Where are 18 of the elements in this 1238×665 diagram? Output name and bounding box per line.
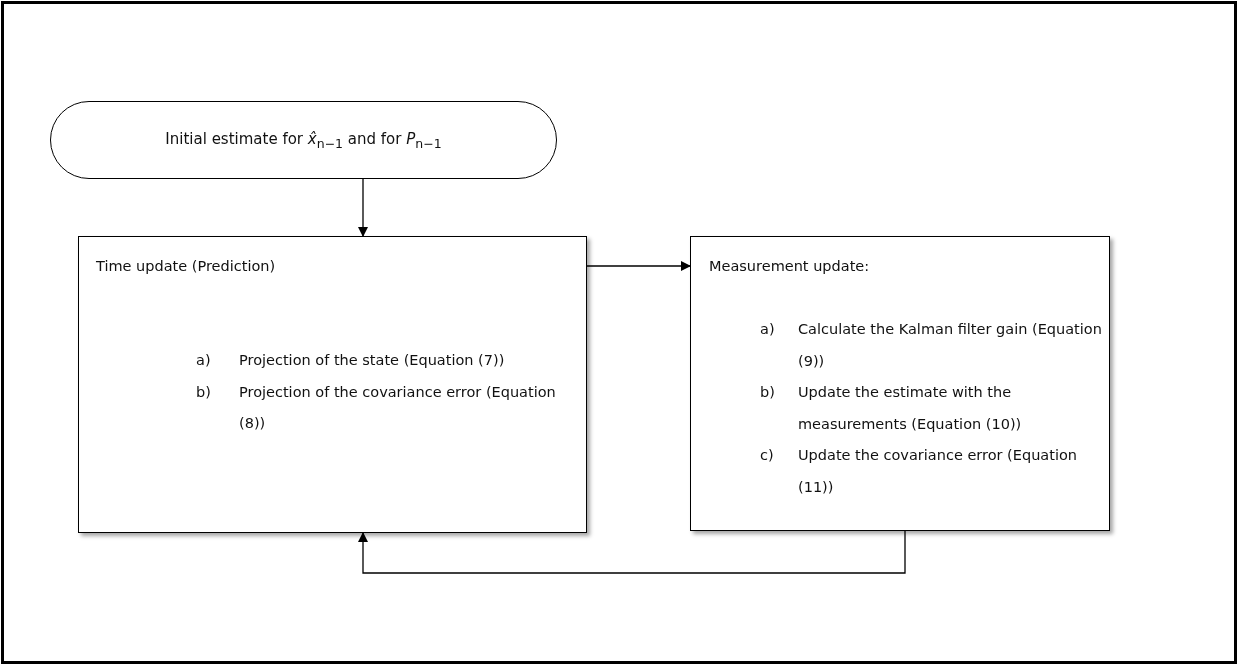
arrow — [358, 530, 906, 574]
box-heading: Measurement update: — [709, 258, 870, 274]
box-heading: Time update (Prediction) — [96, 258, 276, 274]
list-item-text: Update the covariance error (Equation (11)) — [798, 446, 1078, 497]
list-item-text: Update the estimate with the measurements (Equation (10)) — [798, 383, 1023, 434]
list-marker: a) — [760, 320, 776, 339]
list-marker: c) — [760, 446, 775, 465]
list-item-text: Projection of the covariance error (Equation (8)) — [239, 382, 557, 433]
process-box — [690, 236, 1110, 531]
process-box — [78, 236, 587, 533]
arrow — [358, 178, 368, 237]
list-marker: b) — [196, 382, 212, 402]
list-item-text: Calculate the Kalman filter gain (Equation (9)) — [798, 320, 1103, 371]
list-marker: a) — [196, 351, 212, 370]
list-item-text: Projection of the state (Equation (7)) — [239, 351, 506, 370]
list-marker: b) — [760, 383, 776, 402]
arrow — [586, 261, 691, 271]
terminator-text: Initial estimate for x̂$_{n−1}$ and for P$_{n−1}$ — [165, 129, 442, 151]
